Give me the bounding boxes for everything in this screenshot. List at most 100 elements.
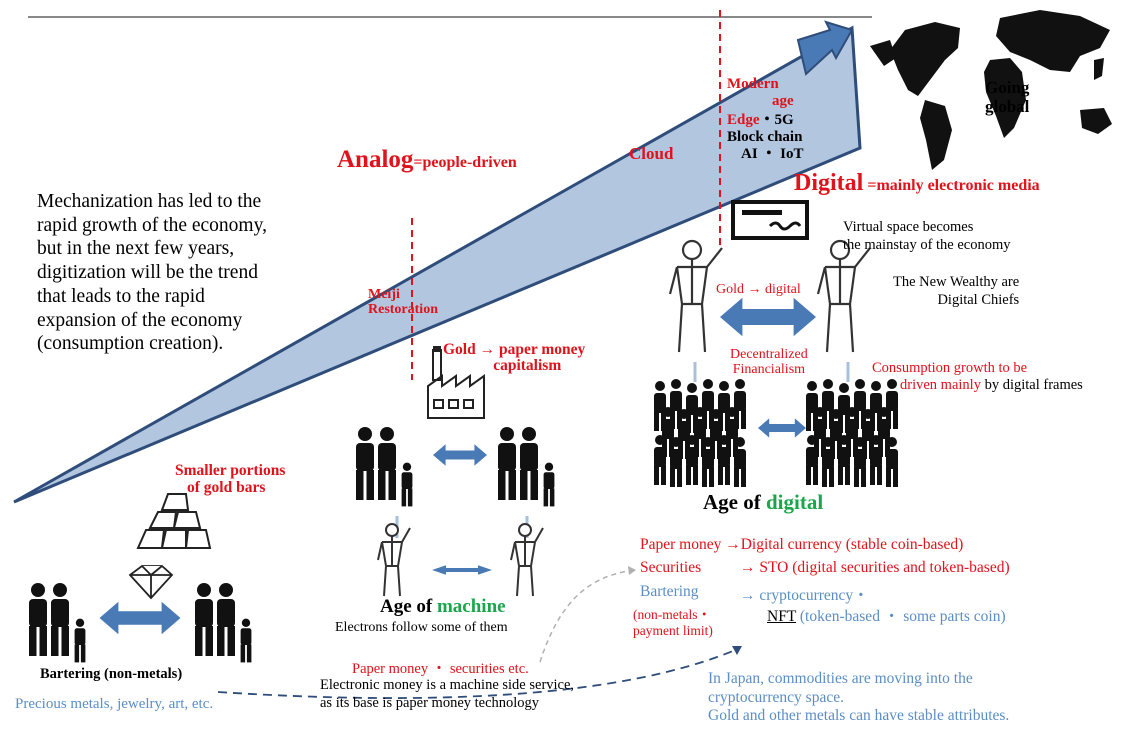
factory-icon (427, 349, 485, 419)
intro-line: expansion of the economy (37, 309, 243, 331)
world-map-icon (870, 10, 1112, 170)
virtual-line: Virtual space becomes (843, 219, 974, 235)
mapping-left: Paper money (640, 536, 722, 553)
decentralized-label: Decentralized Financialism (730, 347, 808, 377)
blockchain-line: Block chain (727, 129, 803, 145)
analog-word: Analog (337, 146, 414, 173)
digital-rest: =mainly electronic media (863, 177, 1040, 194)
age-of-machine-label: Age of machine (380, 596, 506, 618)
digital-exchange-arrow (720, 297, 816, 337)
japan-line: In Japan, commodities are moving into th… (708, 670, 973, 687)
nonmetals-line: (non-metals・ (633, 607, 711, 622)
paper-securities-label: Paper money ・ securities etc. (352, 661, 529, 677)
growth-wedge (13, 25, 862, 504)
gold-bars-line: of gold bars (187, 479, 266, 496)
virtual-line: the mainstay of the economy (843, 237, 1011, 253)
cloud-label: Cloud (629, 144, 674, 163)
precious-metals-label: Precious metals, jewelry, art, etc. (15, 696, 214, 712)
intro-paragraph: Mechanization has led to the rapid growt… (37, 190, 267, 356)
japan-line: Gold and other metals can have stable at… (708, 707, 1010, 724)
machine-mannequin-right (510, 523, 544, 597)
machine-mannequin-left (377, 523, 411, 597)
crowd-exchange-arrow (758, 418, 806, 438)
age-of-digital-label: Age of digital (703, 490, 823, 515)
decentralized-line: Financialism (732, 362, 806, 377)
decentralized-line: Decentralized (730, 347, 808, 362)
consumption-line2: driven mainly by digital frames (872, 377, 1083, 394)
capitalism-family-left (356, 427, 412, 506)
electronic-line: Electronic money is a machine side servi… (320, 677, 575, 693)
nft-rest: (token-based ・ some parts coin) (796, 608, 1006, 625)
electronic-line: as its base is paper money technology (320, 695, 540, 711)
global-line: global (985, 97, 1030, 116)
bartering-family-left (29, 583, 85, 662)
mapping-row-securities-right: → STO (digital securities and token-base… (740, 559, 1010, 576)
analog-rest: =people-driven (413, 154, 517, 171)
japan-note: In Japan, commodities are moving into th… (708, 670, 1009, 726)
virtual-space-text: Virtual space becomes the mainstay of th… (843, 218, 1011, 254)
digital-mannequin-right (816, 239, 872, 354)
intro-line: Mechanization has led to the (37, 191, 262, 212)
meiji-line: Meiji (368, 287, 400, 302)
factory-icon-fill (433, 346, 441, 352)
gold-bars-line: Smaller portions (175, 462, 286, 479)
capitalism-exchange-arrow (433, 444, 487, 466)
analog-label: Analog=people-driven (337, 146, 517, 174)
gold-digital-label: Gold → digital (716, 282, 801, 297)
intro-line: that leads to the rapid (37, 285, 205, 307)
wealthy-line: Digital Chiefs (937, 292, 1020, 308)
nonmetals-line: payment limit) (633, 623, 713, 638)
ai-iot-line: AI ・ IoT (741, 146, 804, 162)
nft-word: NFT (767, 608, 797, 625)
tech-labels: Edge・5G Block chain AI ・ IoT (727, 112, 804, 163)
gold-bars-label: Smaller portions of gold bars (175, 462, 285, 496)
digital-mannequin-left (668, 239, 724, 354)
consumption-text: Consumption growth to be driven mainly b… (872, 360, 1083, 394)
intro-line: (consumption creation). (37, 333, 224, 355)
age-word: machine (436, 596, 506, 617)
electronic-money-text: Electronic money is a machine side servi… (320, 676, 574, 712)
global-line: Going (985, 78, 1030, 97)
consumption-line: Consumption growth to be (872, 360, 1028, 376)
global-arrow (796, 20, 854, 76)
age-prefix: Age of (703, 490, 766, 514)
intro-line: but in the next few years, (37, 238, 235, 260)
wealthy-line: The New Wealthy are (893, 274, 1020, 290)
gold-paper-line: capitalism (493, 357, 562, 374)
intro-line: digitization will be the trend (37, 262, 258, 284)
consumption-black: by digital frames (980, 377, 1083, 393)
bartering-exchange-arrow (99, 601, 181, 635)
mapping-row-paper: Paper money →Digital currency (stable co… (640, 536, 963, 554)
modern-line: Modern (727, 76, 779, 92)
wealthy-text: The New Wealthy are Digital Chiefs (893, 273, 1019, 309)
crowd-left (654, 379, 746, 487)
modern-line: age (772, 93, 794, 109)
modern-age-label: Modern age (727, 76, 794, 110)
bartering-label: Bartering (non-metals) (40, 666, 183, 682)
electrons-label: Electrons follow some of them (335, 620, 508, 635)
digital-header: Digital =mainly electronic media (794, 170, 1040, 197)
intro-line: rapid growth of the economy, (37, 214, 267, 236)
mapping-row-bartering-left: Bartering (640, 583, 699, 600)
meiji-line: Restoration (368, 302, 438, 317)
mapping-row-securities-left: Securities (640, 559, 702, 576)
age-prefix: Age of (380, 596, 437, 617)
japan-line: cryptocurrency space. (708, 688, 844, 706)
edge-word: Edge (727, 112, 760, 128)
edge-5g-line: Edge・5G (727, 112, 804, 129)
mapping-row-nonmetals: (non-metals・ payment limit) (633, 607, 713, 639)
gold-paper-line: Gold → paper money (443, 341, 586, 358)
bartering-family-right (195, 583, 251, 662)
going-global-label: Going global (985, 78, 1029, 116)
consumption-red: driven mainly (900, 377, 981, 393)
mapping-row-bartering-right: → cryptocurrency・ (740, 587, 869, 604)
mapping-right: →Digital currency (stable coin-based) (725, 536, 964, 553)
bartering-to-japan-curve (217, 647, 741, 699)
gold-bars-icon (136, 493, 212, 549)
gold-paper-label: Gold → paper money capitalism (443, 342, 585, 374)
digital-word: Digital (794, 170, 864, 196)
digital-card-icon (731, 200, 809, 240)
age-word: digital (765, 490, 824, 514)
machine-to-mapping-curve (539, 569, 637, 663)
